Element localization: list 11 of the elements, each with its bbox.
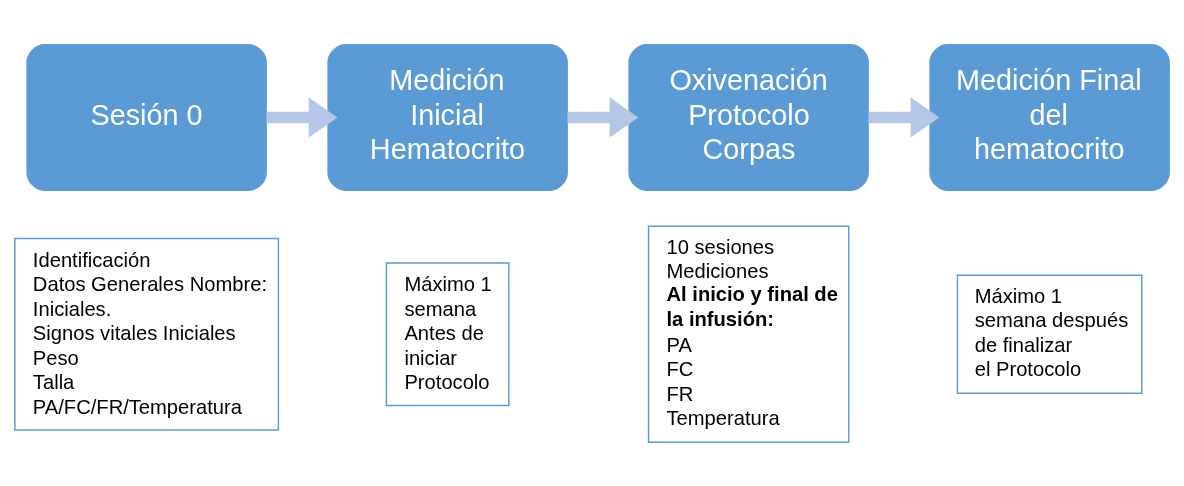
node-box: Medición Final del hematocrito xyxy=(929,43,1170,191)
arrow xyxy=(567,96,639,138)
node-box: Sesión 0 xyxy=(26,43,267,191)
arrow xyxy=(266,96,338,138)
node-box: Máximo 1 semana después de finalizar el Protocolo xyxy=(956,273,1143,394)
arrow xyxy=(868,96,940,138)
node-box: Identificación Datos Generales Nombre: Iniciales. Signos vitales Iniciales Peso Talla PA/FC/FR/Temperatura xyxy=(14,237,280,431)
node-box: 10 sesiones Mediciones Al inicio y final de la infusión: PA FC FR Temperatura xyxy=(647,225,850,443)
node-box: Máximo 1 semana Antes de iniciar Protocolo xyxy=(385,261,510,406)
node-box: Oxivenación Protocolo Corpas xyxy=(628,43,869,191)
node-box: Medición Inicial Hematocrito xyxy=(327,43,568,191)
